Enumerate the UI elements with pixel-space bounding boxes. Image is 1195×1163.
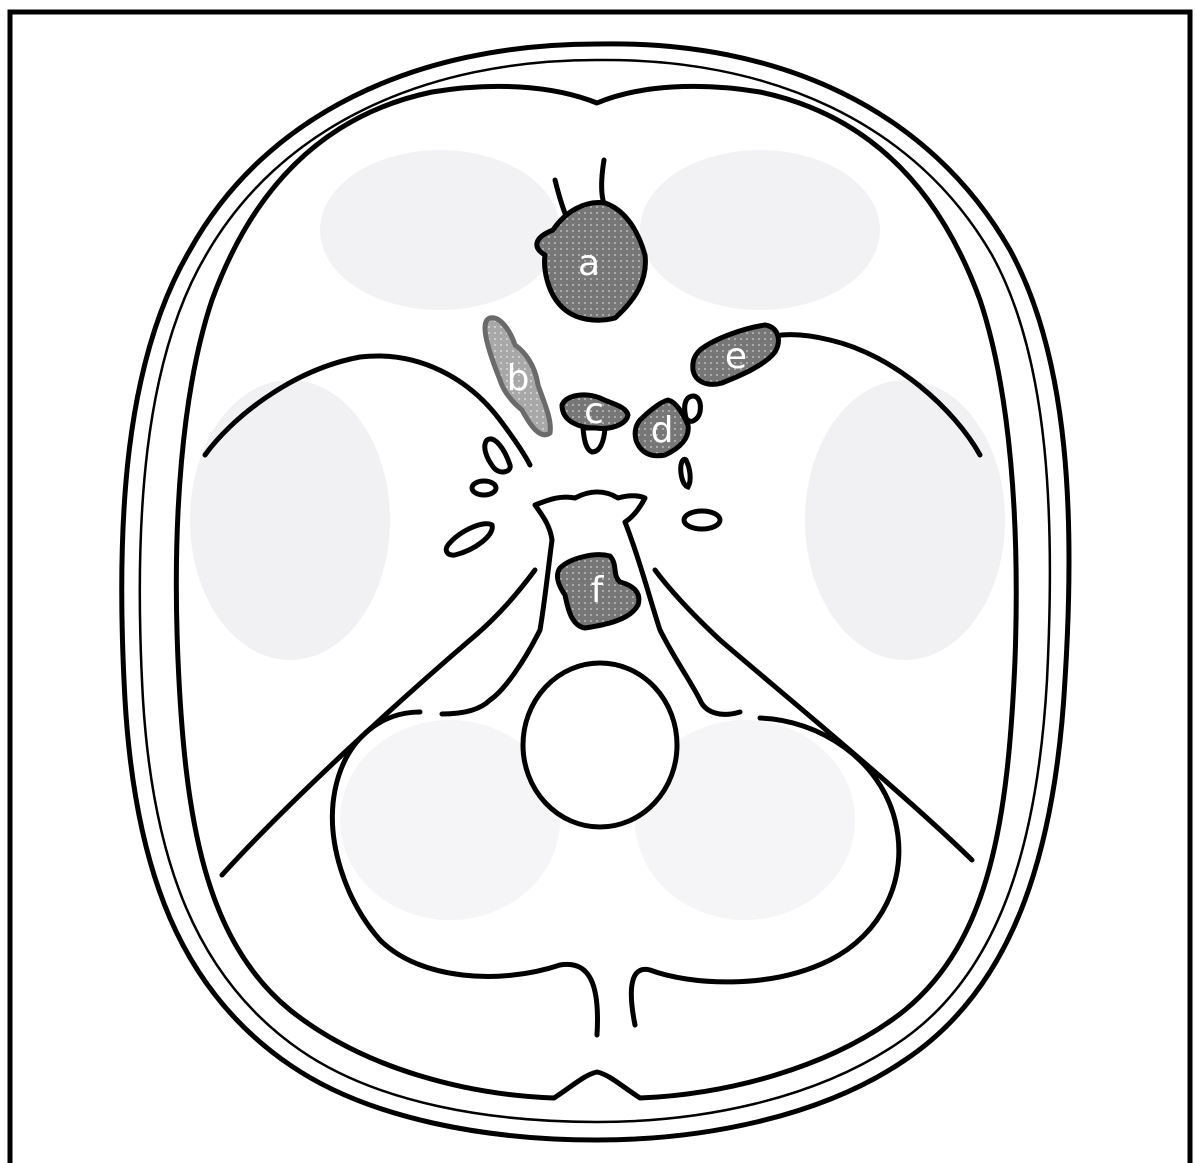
foramen-magnum [523,663,677,827]
label-f: f [591,570,605,611]
label-e: e [725,336,747,377]
label-c: c [584,391,604,432]
right-foramen-rotundum [681,459,690,487]
right-foramen-ovale [684,511,720,529]
label-b: b [507,358,530,399]
label-a: a [578,243,600,284]
left-foramen-ovale [472,481,496,495]
label-d: d [651,410,674,451]
